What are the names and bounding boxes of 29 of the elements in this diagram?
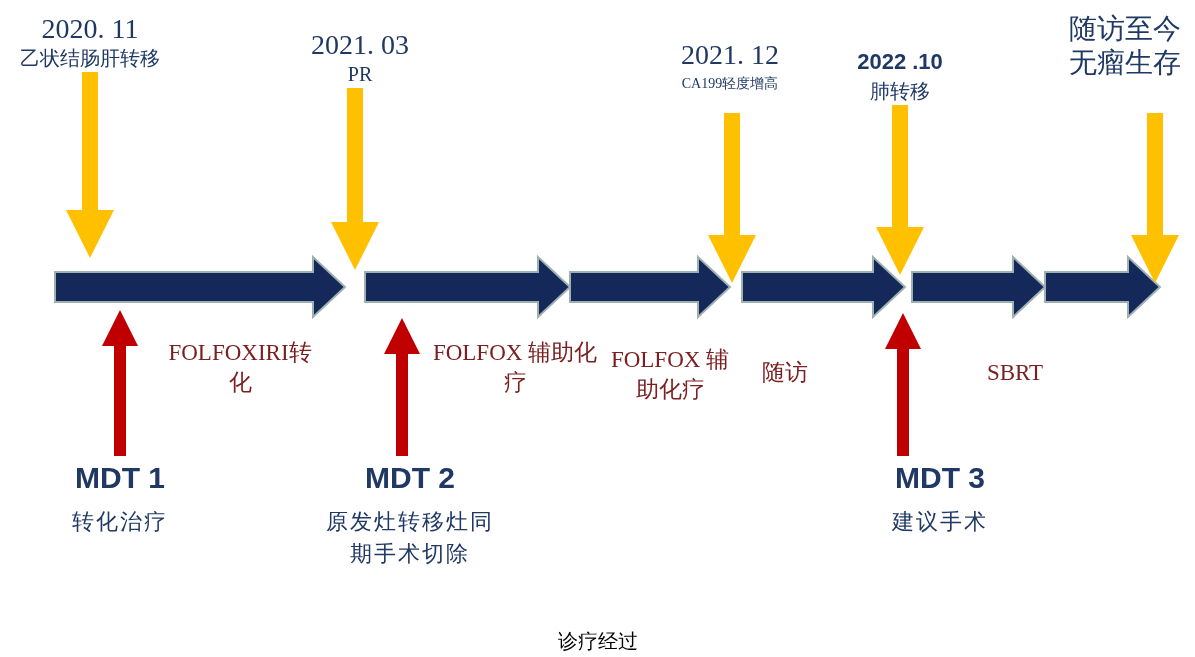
arrow	[102, 310, 138, 456]
arrow	[876, 105, 924, 275]
arrow	[885, 313, 921, 456]
arrow	[1131, 113, 1179, 283]
date-label: 2021. 12	[680, 38, 780, 72]
date-label: 2022 .10	[856, 48, 944, 76]
arrow	[708, 113, 756, 283]
treatment-label: FOLFOXIRI转化	[167, 339, 313, 397]
treatment-label: FOLFOX 辅助化疗	[431, 339, 599, 397]
treatment-label: SBRT	[985, 359, 1045, 387]
milestone-text: PR	[346, 62, 374, 86]
meeting-title: MDT 3	[894, 460, 986, 496]
milestone-text: CA199轻度增高	[680, 75, 780, 93]
arrow	[331, 88, 379, 270]
arrow	[66, 72, 114, 258]
meeting-title: MDT 2	[364, 460, 456, 496]
milestone-text: 肺转移	[869, 79, 931, 103]
caption: 诊疗经过	[556, 628, 639, 655]
treatment-label: FOLFOX 辅助化疗	[609, 346, 731, 404]
arrow	[384, 318, 420, 456]
treatment-label: 随访	[761, 359, 809, 387]
milestone-text: 随访至今无瘤生存	[1068, 12, 1182, 80]
meeting-note: 建议手术	[891, 508, 989, 536]
milestone-text: 乙状结肠肝转移	[19, 46, 161, 70]
date-label: 2021. 03	[310, 28, 410, 62]
date-label: 2020. 11	[40, 12, 140, 46]
meeting-note: 原发灶转移灶同期手术切除	[325, 508, 495, 568]
meeting-title: MDT 1	[74, 460, 166, 496]
meeting-note: 转化治疗	[71, 508, 169, 536]
